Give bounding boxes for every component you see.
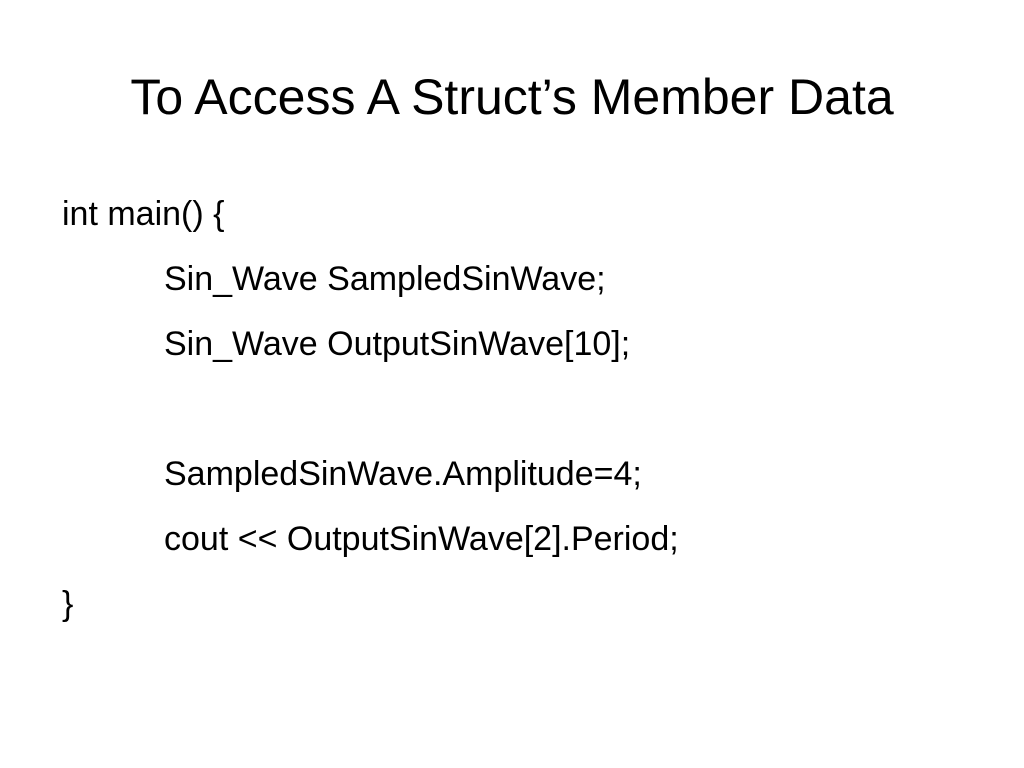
code-line-output-decl: Sin_Wave OutputSinWave[10]; bbox=[164, 325, 631, 363]
code-line-amplitude-assign: SampledSinWave.Amplitude=4; bbox=[164, 455, 642, 493]
code-line-main-close: } bbox=[62, 585, 74, 623]
code-line-blank bbox=[62, 384, 962, 449]
code-line-main-open: int main() { bbox=[62, 195, 225, 233]
code-block: int main() { Sin_Wave SampledSinWave; Si… bbox=[62, 189, 962, 644]
code-line-sampled-decl: Sin_Wave SampledSinWave; bbox=[164, 260, 606, 298]
slide-title: To Access A Struct’s Member Data bbox=[130, 69, 894, 125]
code-line-cout-period: cout << OutputSinWave[2].Period; bbox=[164, 520, 679, 558]
